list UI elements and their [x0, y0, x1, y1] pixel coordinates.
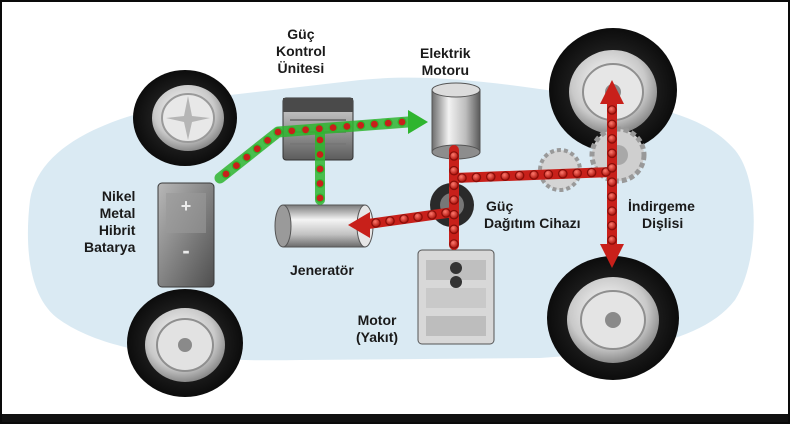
reduction-gear-label-line-1: İndirgeme [628, 198, 695, 214]
mechanical-flow-marker [607, 191, 617, 202]
mechanical-flow-marker [449, 151, 459, 161]
electric-flow-path [214, 110, 428, 205]
mechanical-flow-marker [572, 168, 582, 178]
wheel-icon-rear-left [127, 289, 243, 397]
mechanical-flow-marker [607, 206, 617, 216]
electric-flow-marker [252, 144, 262, 154]
battery-label-line-1: Nikel [101, 188, 136, 204]
mechanical-flow-marker [449, 180, 459, 191]
engine-label-line-2: (Yakıt) [356, 329, 399, 345]
wheel-icon-front-left [133, 70, 237, 166]
mechanical-flow-marker [399, 214, 409, 224]
battery-label-line-3: Hibrit [98, 222, 136, 238]
generator-label: Jeneratör [290, 262, 354, 279]
electric-flow-marker [356, 120, 366, 130]
mechanical-flow-marker [449, 209, 459, 220]
power-control-unit-label-line-3: Ünitesi [277, 60, 325, 76]
mechanical-flow-marker [607, 220, 617, 231]
electric-flow-marker [397, 117, 407, 127]
arrowhead-to-generator [348, 212, 370, 238]
electric-flow-marker [315, 164, 325, 174]
electric-flow-marker [242, 152, 252, 162]
mechanical-flow-marker [449, 224, 459, 235]
frame-bottom-edge [2, 414, 788, 422]
electric-motor-icon [431, 82, 481, 160]
power-control-unit-label-line-2: Kontrol [276, 43, 326, 59]
electric-motor-label: Elektrik Motoru [420, 45, 471, 79]
mechanical-flow-marker [607, 105, 617, 115]
mechanical-flow-marker [427, 210, 437, 220]
electric-flow-marker [221, 169, 231, 179]
reduction-gear-label: İndirgeme Dişlisi [628, 198, 695, 232]
electric-flow-marker [315, 135, 325, 145]
power-control-unit-label-line-1: Güç [287, 26, 315, 42]
electric-flow-marker [263, 135, 273, 145]
power-split-device-label-line-2: Dağıtım Cihazı [484, 215, 581, 231]
electric-motor-label-line-1: Elektrik [420, 45, 471, 61]
mechanical-flow-path [348, 80, 624, 268]
mechanical-flow-marker [607, 177, 617, 187]
mechanical-flow-marker [607, 148, 617, 159]
mechanical-flow-marker [485, 172, 496, 182]
mechanical-flow-marker [557, 169, 568, 179]
engine-label-line-1: Motor [357, 312, 397, 328]
mechanical-flow-marker [449, 239, 459, 249]
mechanical-flow-marker [500, 171, 510, 181]
electric-motor-label-line-2: Motoru [421, 62, 470, 78]
battery-label-line-4: Batarya [84, 239, 136, 255]
reduction-gear-label-line-2: Dişlisi [642, 215, 684, 231]
electric-flow-marker [342, 121, 352, 132]
svg-text:+: + [181, 196, 192, 216]
mechanical-flow-marker [607, 119, 617, 130]
arrowhead-to-front-wheel [600, 80, 624, 104]
electric-flow-marker [231, 161, 241, 171]
mechanical-flow-marker [529, 170, 539, 180]
mechanical-flow-marker [607, 235, 617, 245]
electric-flow-marker [273, 127, 283, 137]
electric-flow-markers [221, 117, 407, 203]
engine-icon [417, 249, 495, 345]
battery-label-line-2: Metal [99, 205, 136, 221]
electric-flow-marker [315, 178, 325, 189]
mechanical-flow-markers [371, 105, 617, 249]
mechanical-flow-marker [457, 173, 467, 183]
mechanical-flow-marker [449, 165, 459, 176]
arrowhead-to-rear-wheel [600, 244, 624, 268]
power-control-unit-label: Güç Kontrol Ünitesi [276, 26, 326, 77]
wheel-icon-rear-right [547, 256, 679, 380]
mechanical-flow-marker [607, 163, 617, 173]
mechanical-flow-marker [471, 172, 482, 183]
electric-flow-marker [301, 125, 311, 135]
arrowhead-to-electric-motor [408, 110, 428, 134]
electric-flow-marker [328, 122, 338, 133]
mechanical-flow-marker [385, 216, 395, 226]
svg-text:-: - [182, 238, 189, 263]
electric-flow-marker [383, 118, 393, 128]
mechanical-flow-marker [449, 195, 459, 205]
electric-flow-marker [369, 119, 379, 129]
mechanical-flow-marker [514, 170, 525, 181]
electric-flow-marker [287, 126, 297, 136]
mechanical-flow-marker [441, 208, 451, 218]
engine-label: Motor (Yakıt) [356, 312, 398, 346]
battery-icon: + - [157, 182, 215, 288]
battery-label: Nikel Metal Hibrit Batarya [84, 188, 135, 256]
mechanical-flow-marker [586, 167, 597, 178]
electric-flow-marker [314, 124, 324, 134]
mechanical-flow-marker [543, 169, 554, 180]
mechanical-flow-marker [371, 218, 381, 228]
mechanical-flow-marker [607, 134, 617, 144]
generator-label-line-1: Jeneratör [290, 262, 354, 278]
mechanical-flow-marker [413, 212, 423, 222]
electric-flow-marker [315, 149, 325, 160]
power-split-device-label: Güç Dağıtım Cihazı [484, 198, 580, 232]
power-split-device-label-line-1: Güç [486, 198, 514, 214]
electric-flow-marker [315, 193, 325, 203]
